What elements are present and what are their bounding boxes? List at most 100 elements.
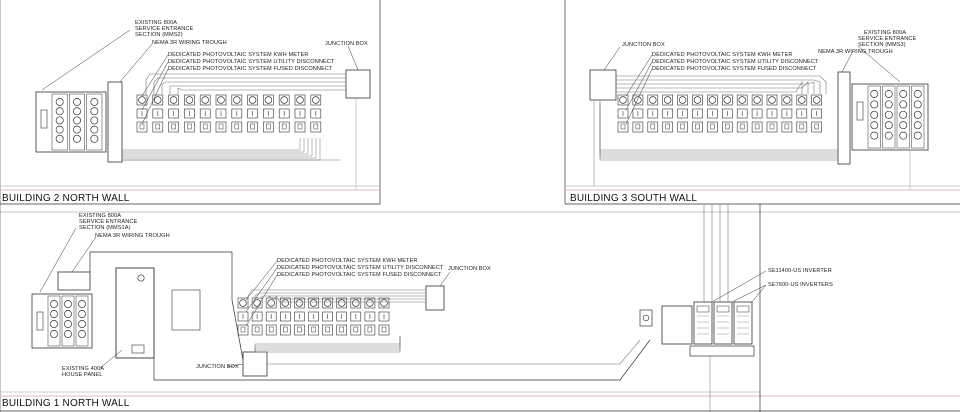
b2-service-entrance-breaker	[90, 134, 99, 143]
b3-meter-stack	[677, 94, 688, 133]
b3-meter-stack-fused-disconnect	[632, 121, 644, 133]
b1-feeder-run	[254, 336, 401, 352]
b1-trough-label: NEMA 3R WIRING TROUGH	[95, 233, 170, 239]
b2-service-entrance-breaker	[73, 116, 81, 125]
b2-service-leader	[41, 29, 131, 91]
b3-service-entrance-breaker	[870, 110, 879, 119]
b1-meter-stack	[364, 297, 376, 336]
b2-meter-stack-fuse	[313, 123, 319, 130]
b2-meter-stack	[247, 94, 258, 133]
b1-service-entrance	[31, 293, 93, 349]
b2-meter-stack	[184, 94, 195, 133]
b3-meter-stack-meter-base	[647, 94, 659, 106]
b3-service-entrance-breaker	[913, 131, 922, 140]
b1-meter-stack-meter-base	[364, 297, 376, 309]
b2-meter-stack-utility-disconnect	[152, 108, 164, 119]
b3-feeder-run	[599, 110, 838, 161]
b2-meter-stack-meter-base	[278, 94, 290, 106]
b1-meter-stack-meter-base	[350, 297, 362, 309]
b1-service-entrance-breaker	[50, 320, 58, 328]
b2-service-entrance-breaker	[55, 134, 64, 143]
b2-meter-stack-meter-base	[152, 94, 164, 106]
b1-meter-stack-fused-disconnect	[336, 324, 348, 336]
b3-conduit-run	[616, 81, 809, 94]
b3-service-entrance-breaker	[870, 121, 879, 130]
b2-meter-stack	[278, 94, 290, 133]
b2-meter-stack-fuse	[250, 123, 255, 130]
b3-meter-stack-meter-base	[632, 94, 644, 106]
b2-meter-stack-fused-disconnect	[263, 121, 274, 133]
b3-service-entrance-breaker	[884, 121, 893, 130]
b3-meter-stack-fused-disconnect	[647, 121, 659, 133]
b1-inverter-multi-label: SE7600-US INVERTERS	[768, 282, 833, 288]
b2-junction-label: JUNCTION BOX	[325, 41, 368, 47]
b1-service-label-3: SECTION (MMS1A)	[79, 225, 131, 231]
b1-meter-stack-kwh-meter	[295, 299, 304, 307]
b2-meter-stack-fuse	[234, 123, 240, 130]
b2-meter-stack-kwh-meter	[138, 96, 146, 104]
b2-meter-stack-fused-disconnect	[247, 121, 258, 133]
b3-meter-stack-fused-disconnect	[662, 121, 674, 133]
b3-service-entrance-breaker	[870, 131, 879, 140]
b3-meter-stack-fuse	[650, 123, 656, 130]
b2-trough-label: NEMA 3R WIRING TROUGH	[152, 40, 227, 46]
b2-service-entrance-breaker	[90, 98, 99, 106]
b1-service-leader	[39, 227, 77, 293]
b3-meter-stack-kwh-meter	[649, 96, 657, 104]
b1-conduit-run	[247, 289, 426, 298]
b3-service-entrance-column	[896, 85, 910, 149]
b1-meter-stack	[336, 297, 348, 336]
b1-inverter-display	[716, 305, 730, 313]
b2-meter-stack	[215, 94, 227, 133]
b3-meter-stack-kwh-meter	[812, 96, 821, 104]
b1-house-panel-label-1: EXISTING 400A	[62, 366, 105, 372]
b2-meter-stack-meter-base	[136, 94, 148, 106]
b2-meter-stack-utility-disconnect	[247, 108, 258, 119]
b1-service-entrance-column	[47, 295, 61, 347]
b3-utility-leader	[625, 61, 653, 111]
b1-junction-right-leader	[439, 271, 451, 287]
b2-feeder-run	[122, 138, 309, 155]
b2-meter-stack-fused-disconnect	[278, 121, 290, 133]
b1-meter-stack-kwh-meter	[352, 299, 360, 307]
b2-meter-stack-kwh-meter	[248, 96, 257, 104]
b1-service-entrance-breaker	[64, 310, 72, 318]
b1-meter-stack-kwh-meter	[239, 299, 247, 307]
b1-inverter-multi-leader	[731, 284, 767, 303]
b3-service-entrance-breaker	[899, 100, 908, 109]
b1-service-entrance-breaker	[64, 300, 72, 308]
b3-meter-stack-fused-disconnect	[811, 121, 823, 133]
b3-meter-stack-kwh-meter	[768, 96, 776, 104]
b3-meter-stack	[811, 94, 823, 133]
b1-meter-stack-kwh-meter	[337, 299, 346, 307]
b1-service-entrance-column	[75, 295, 89, 347]
b3-service-entrance-breaker	[884, 90, 893, 98]
b2-utility-leader	[141, 61, 169, 111]
b1-service-entrance-breaker	[78, 320, 86, 328]
b2-meter-stack-fused-disconnect	[199, 121, 211, 133]
b1-meter-stack-utility-disconnect	[364, 311, 376, 322]
b2-service-label-2: SERVICE ENTRANCE	[135, 26, 194, 32]
b2-meter-stack-fused-disconnect	[152, 121, 164, 133]
b2-meter-stack-meter-base	[231, 94, 243, 106]
b3-meter-stack-meter-base	[617, 94, 629, 106]
b3-meter-stack-utility-disconnect	[796, 108, 808, 119]
b1-service-entrance-breaker	[50, 300, 58, 308]
b2-service-entrance-breaker	[73, 98, 81, 106]
b1-junction-right-label: JUNCTION BOX	[448, 266, 491, 272]
b1-service-entrance-breaker	[50, 330, 58, 338]
b1-service-entrance-breaker	[64, 320, 72, 328]
b3-meter-stack-kwh-meter	[753, 96, 761, 104]
b2-service-entrance	[35, 91, 107, 153]
b1-meter-label: DEDICATED PHOTOVOLTAIC SYSTEM KWH METER	[277, 258, 418, 264]
b1-service-entrance-breaker	[64, 330, 72, 338]
b2-meter-stack-meter-base	[199, 94, 211, 106]
equipment-layer	[0, 29, 960, 412]
b2-fused-leader	[141, 68, 169, 125]
b3-meter-stack-kwh-meter	[678, 96, 687, 104]
b1-junction-box-right	[425, 285, 445, 311]
b3-meter-stack-utility-disconnect	[707, 108, 718, 119]
b2-meter-leader	[141, 54, 169, 97]
b3-meter-stack-kwh-meter	[798, 96, 806, 104]
b3-meter-stack-meter-base	[677, 94, 688, 106]
